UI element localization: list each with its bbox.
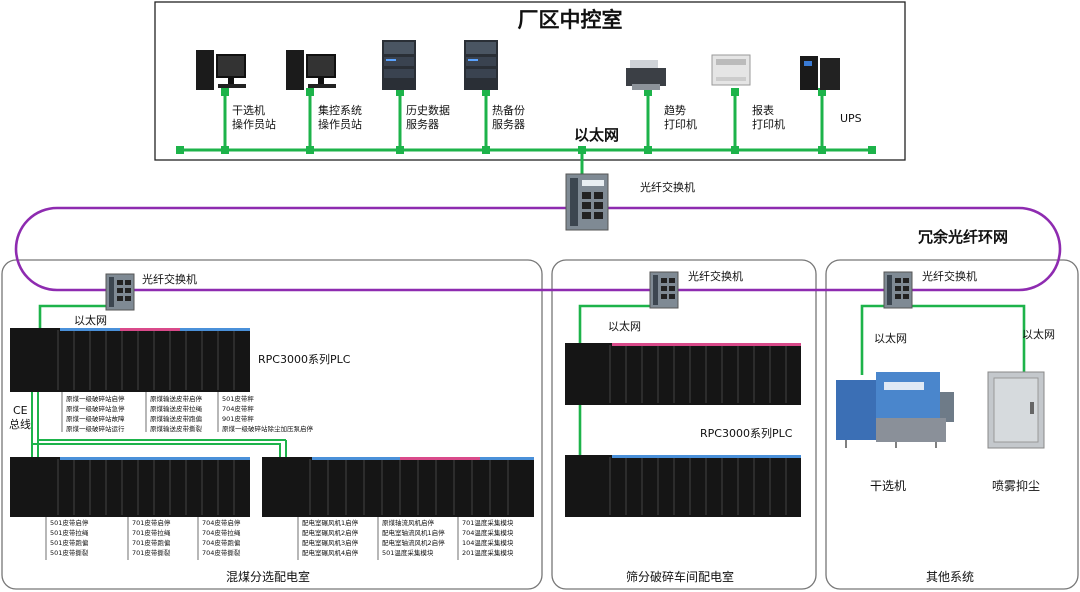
- screening-ethernet-label: 以太网: [608, 320, 641, 333]
- workstation-icon: [196, 50, 246, 90]
- list-item: 501皮带跑偏: [50, 539, 89, 547]
- list-item: 配电室碾风机2启停: [302, 529, 359, 537]
- list-item: 201温度采集模块: [462, 549, 514, 557]
- screening-room-title: 筛分破碎车间配电室: [626, 570, 735, 584]
- plc-rack-coal-main: [10, 328, 250, 392]
- coal-rack-b-items-col3: 701温度采集模块 704温度采集模块 104温度采集模块 201温度采集模块: [462, 518, 513, 558]
- list-item: 701皮带撕裂: [132, 549, 171, 557]
- list-item: 701皮带跑偏: [132, 539, 171, 547]
- coal-main-items-col1: 原煤一级破碎站启停 原煤一级破碎站急停 原煤一级破碎站故障 原煤一级破碎站运行: [66, 394, 125, 434]
- dry-separator-machine-icon: [836, 372, 954, 448]
- other-room-frame: [825, 259, 1079, 590]
- device-label-ups: UPS: [840, 112, 862, 125]
- screening-plc-label: RPC3000系列PLC: [700, 427, 793, 440]
- other-ethernet-right-label: 以太网: [1022, 328, 1055, 341]
- coal-rack-a-items-col2: 701皮带启停 701皮带拉绳 701皮带跑偏 701皮带撕裂: [132, 518, 170, 558]
- device-label-backup-server: 热备份 服务器: [492, 104, 525, 131]
- list-item: 原煤一级破碎站运行: [66, 425, 125, 433]
- device-label-history-server: 历史数据 服务器: [406, 104, 450, 131]
- list-item: 原煤一级破碎站急停: [66, 405, 125, 413]
- coal-rack-a-items-col1: 501皮带启停 501皮带拉绳 501皮带跑偏 501皮带撕裂: [50, 518, 88, 558]
- other-switch-label: 光纤交换机: [922, 270, 977, 283]
- list-item: 704皮带撕裂: [202, 549, 241, 557]
- device-label-dry-separator-station: 干选机 操作员站: [232, 104, 276, 131]
- list-item: 501温度采集模块: [382, 549, 434, 557]
- server-icon: [382, 40, 416, 90]
- list-item: 原煤输送皮带拉绳: [150, 405, 202, 413]
- coal-rack-b-items-col2: 原煤轴流风机启停 配电室轴流风机1启停 配电室轴流风机2启停 501温度采集模块: [382, 518, 445, 558]
- plc-rack-screening-b: [565, 455, 801, 517]
- screening-fiber-switch-icon: [649, 271, 679, 309]
- server-icon: [464, 40, 498, 90]
- list-item: 501皮带秤: [222, 395, 254, 403]
- coal-plc-label: RPC3000系列PLC: [258, 353, 351, 366]
- fiber-ring-label: 冗余光纤环网: [918, 228, 1009, 246]
- coal-room-title: 混煤分选配电室: [226, 570, 311, 584]
- list-item: 704皮带启停: [202, 519, 241, 527]
- coal-rack-b-items-col1: 配电室碾风机1启停 配电室碾风机2启停 配电室碾风机3启停 配电室碾风机4启停: [302, 518, 358, 558]
- list-item: 704皮带跑偏: [202, 539, 241, 547]
- control-room-ethernet-label: 以太网: [574, 126, 620, 144]
- list-item: 原煤一级破碎站除尘加压泵启停: [222, 425, 313, 433]
- list-item: 配电室轴流风机2启停: [382, 539, 445, 547]
- device-label-trend-printer: 趋势 打印机: [664, 104, 697, 131]
- fiber-ring: [14, 206, 1062, 292]
- other-fiber-switch-icon: [883, 271, 913, 309]
- screening-room-frame: [551, 259, 817, 590]
- coal-ethernet-label: 以太网: [74, 314, 107, 327]
- list-item: 原煤一级破碎站故障: [66, 415, 125, 423]
- printer-icon: [711, 54, 751, 86]
- main-switch-label: 光纤交换机: [640, 181, 695, 194]
- plc-rack-screening-main: [565, 343, 801, 405]
- list-item: 原煤一级破碎站启停: [66, 395, 125, 403]
- spray-dust-label: 喷雾抑尘: [992, 479, 1041, 493]
- coal-main-items-col3: 501皮带秤 704皮带秤 901皮带秤 原煤一级破碎站除尘加压泵启停: [222, 394, 313, 434]
- list-item: 104温度采集模块: [462, 539, 514, 547]
- coal-fiber-switch-icon: [105, 273, 135, 311]
- ups-icon: [800, 56, 840, 90]
- main-fiber-switch-icon: [565, 173, 609, 231]
- other-ethernet-left-label: 以太网: [874, 332, 907, 345]
- list-item: 501皮带启停: [50, 519, 89, 527]
- list-item: 701皮带拉绳: [132, 529, 171, 537]
- device-label-control-system-station: 集控系统 操作员站: [318, 104, 362, 131]
- coal-main-items-col2: 原煤输送皮带启停 原煤输送皮带拉绳 原煤输送皮带跑偏 原煤输送皮带撕裂: [150, 394, 202, 434]
- coal-room-frame: [1, 259, 543, 590]
- list-item: 701温度采集模块: [462, 519, 514, 527]
- plc-rack-coal-a: [10, 457, 250, 517]
- list-item: 配电室碾风机1启停: [302, 519, 359, 527]
- control-room-frame: [154, 1, 906, 161]
- list-item: 704皮带拉绳: [202, 529, 241, 537]
- list-item: 配电室碾风机4启停: [302, 549, 359, 557]
- list-item: 901皮带秤: [222, 415, 254, 423]
- list-item: 501皮带撕裂: [50, 549, 89, 557]
- list-item: 原煤轴流风机启停: [382, 519, 434, 527]
- list-item: 704皮带秤: [222, 405, 254, 413]
- coal-rack-a-items-col3: 704皮带启停 704皮带拉绳 704皮带跑偏 704皮带撕裂: [202, 518, 240, 558]
- workstation-icon: [286, 50, 336, 90]
- list-item: 配电室轴流风机1启停: [382, 529, 445, 537]
- list-item: 原煤输送皮带撕裂: [150, 425, 202, 433]
- list-item: 原煤输送皮带跑偏: [150, 415, 202, 423]
- list-item: 704温度采集模块: [462, 529, 514, 537]
- screening-switch-label: 光纤交换机: [688, 270, 743, 283]
- list-item: 701皮带启停: [132, 519, 171, 527]
- other-room-title: 其他系统: [926, 570, 975, 584]
- list-item: 501皮带拉绳: [50, 529, 89, 537]
- ce-bus-label: CE 总线: [9, 404, 31, 431]
- device-label-report-printer: 报表 打印机: [752, 104, 785, 131]
- printer-icon: [626, 60, 666, 90]
- coal-switch-label: 光纤交换机: [142, 273, 197, 286]
- list-item: 配电室碾风机3启停: [302, 539, 359, 547]
- spray-cabinet-icon: [987, 371, 1045, 449]
- list-item: 原煤输送皮带启停: [150, 395, 202, 403]
- control-room-title: 厂区中控室: [517, 8, 623, 32]
- dry-separator-label: 干选机: [870, 479, 907, 493]
- plc-rack-coal-b: [262, 457, 534, 517]
